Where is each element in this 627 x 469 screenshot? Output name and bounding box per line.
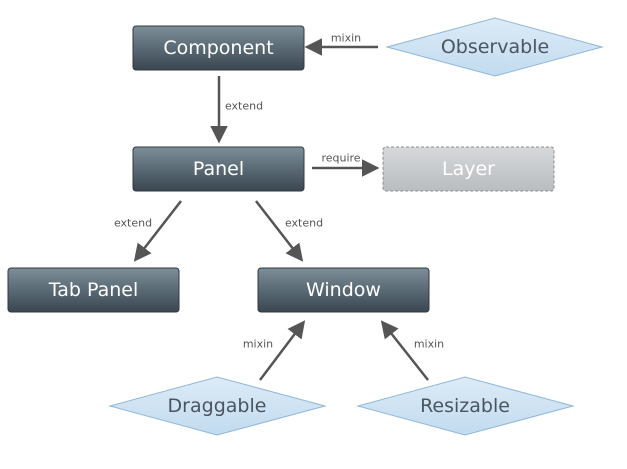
- node-label: Tab Panel: [48, 279, 138, 301]
- edge-label-require: require: [321, 152, 360, 165]
- edge-label-extend: extend: [285, 217, 323, 230]
- node-label: Observable: [441, 36, 549, 58]
- edge-panel-to-layer: require: [312, 152, 380, 177]
- edge-panel-to-window: extend: [255, 200, 323, 262]
- node-label: Component: [163, 37, 273, 59]
- edge-label-extend: extend: [114, 217, 152, 230]
- node-component: Component: [132, 25, 305, 71]
- node-observable: Observable: [385, 17, 604, 77]
- node-label: Draggable: [168, 395, 267, 417]
- edge-resizable-to-window: mixin: [380, 320, 444, 381]
- node-label: Panel: [193, 158, 244, 180]
- node-resizable: Resizable: [356, 376, 575, 436]
- edge-draggable-to-window: mixin: [243, 320, 306, 381]
- node-window: Window: [257, 267, 430, 313]
- edge-panel-to-tab-panel: extend: [114, 200, 182, 262]
- node-layer: Layer: [382, 146, 555, 192]
- edge-label-extend: extend: [225, 100, 263, 113]
- node-tab-panel: Tab Panel: [7, 267, 180, 313]
- node-panel: Panel: [132, 146, 305, 192]
- node-label: Window: [306, 279, 381, 301]
- edge-label-mixin: mixin: [414, 338, 444, 351]
- edge-label-mixin: mixin: [243, 338, 273, 351]
- edge-component-to-panel: extend: [210, 76, 263, 144]
- edge-label-mixin: mixin: [331, 32, 361, 45]
- node-label: Resizable: [420, 395, 510, 417]
- edge-observable-to-component: mixin: [304, 32, 378, 56]
- node-label: Layer: [442, 158, 495, 180]
- node-draggable: Draggable: [108, 376, 327, 436]
